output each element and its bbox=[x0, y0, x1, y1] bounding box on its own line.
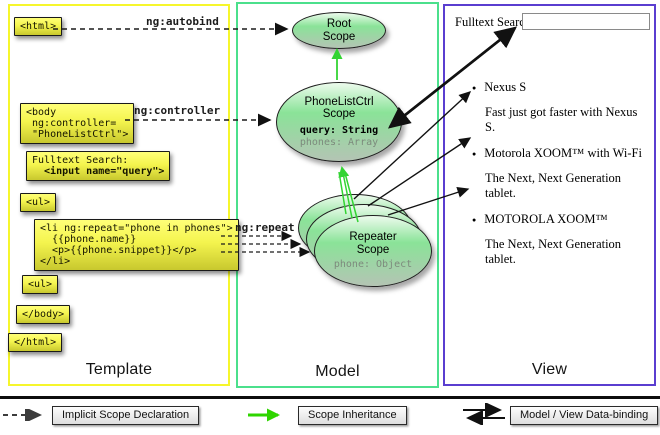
scope-prop-phone: phone: Object bbox=[333, 259, 413, 270]
root-scope-ellipse: Root Scope bbox=[292, 12, 386, 49]
phone-title: MOTOROLA XOOM™ bbox=[484, 212, 608, 226]
code-box-fulltext-input: Fulltext Search: <input name="query"> bbox=[26, 151, 171, 181]
ng-autobind-label: ng:autobind bbox=[146, 15, 219, 28]
view-search-label: Fulltext Search: bbox=[455, 15, 535, 29]
legend-implicit-label: Implicit Scope Declaration bbox=[52, 406, 200, 425]
bullet-icon: ● bbox=[472, 215, 477, 224]
phone-title: Nexus S bbox=[484, 80, 527, 94]
code-box-html-open: <html> bbox=[14, 17, 63, 36]
list-item: ● Motorola XOOM™ with Wi-Fi The Next, Nex… bbox=[472, 146, 650, 201]
ng-controller-label: ng:controller bbox=[134, 104, 221, 117]
code-box-ul-open: <ul> bbox=[20, 193, 57, 212]
code-box-body-open: <body ng:controller= "PhoneListCtrl"> bbox=[20, 103, 135, 144]
phonelistctrl-scope-title: PhoneListCtrl Scope bbox=[304, 95, 374, 121]
phone-snippet: The Next, Next Generation tablet. bbox=[485, 171, 622, 200]
data-binding-arrows-icon bbox=[463, 403, 505, 425]
bullet-icon: ● bbox=[472, 149, 477, 158]
root-scope-title: Root Scope bbox=[322, 18, 356, 43]
template-column-label: Template bbox=[85, 361, 153, 378]
ng-repeat-label: ng:repeat bbox=[235, 221, 295, 234]
list-item: ● MOTOROLA XOOM™ The Next, Next Generatio… bbox=[472, 212, 650, 267]
legend-inheritance-label: Scope Inheritance bbox=[298, 406, 407, 425]
scope-inheritance-arrow-icon bbox=[248, 408, 280, 422]
code-box-li-repeat: <li ng:repeat="phone in phones"> {{phone… bbox=[34, 219, 239, 271]
legend-divider bbox=[0, 396, 660, 399]
scope-prop-phones: phones: Array bbox=[299, 136, 379, 148]
view-column-label: View bbox=[531, 361, 568, 378]
phone-snippet: Fast just got faster with Nexus S. bbox=[485, 105, 638, 134]
view-phone-list: ● Nexus S Fast just got faster with Nexus… bbox=[472, 80, 650, 278]
bullet-icon: ● bbox=[472, 83, 477, 92]
phone-title: Motorola XOOM™ with Wi-Fi bbox=[484, 146, 642, 160]
code-box-html-close: </html> bbox=[8, 333, 63, 352]
legend-databinding-label: Model / View Data-binding bbox=[510, 406, 659, 425]
phonelistctrl-scope-ellipse: PhoneListCtrl Scope query: String phones… bbox=[276, 82, 402, 162]
code-box-body-close: </body> bbox=[16, 305, 71, 324]
phone-snippet: The Next, Next Generation tablet. bbox=[485, 237, 622, 266]
list-item: ● Nexus S Fast just got faster with Nexus… bbox=[472, 80, 650, 135]
model-column-label: Model bbox=[315, 363, 360, 380]
code-box-ul-close: <ul> bbox=[22, 275, 59, 294]
repeater-scope-ellipse: Repeater Scope phone: Object bbox=[314, 215, 432, 287]
scope-prop-query: query: String bbox=[299, 124, 379, 136]
repeater-scope-title: Repeater Scope bbox=[349, 231, 397, 256]
code-input-tag: <input name="query"> bbox=[32, 166, 165, 177]
view-search-input[interactable] bbox=[522, 13, 650, 30]
code-fulltext-label: Fulltext Search: bbox=[32, 155, 129, 166]
implicit-scope-arrow-icon bbox=[3, 409, 42, 421]
